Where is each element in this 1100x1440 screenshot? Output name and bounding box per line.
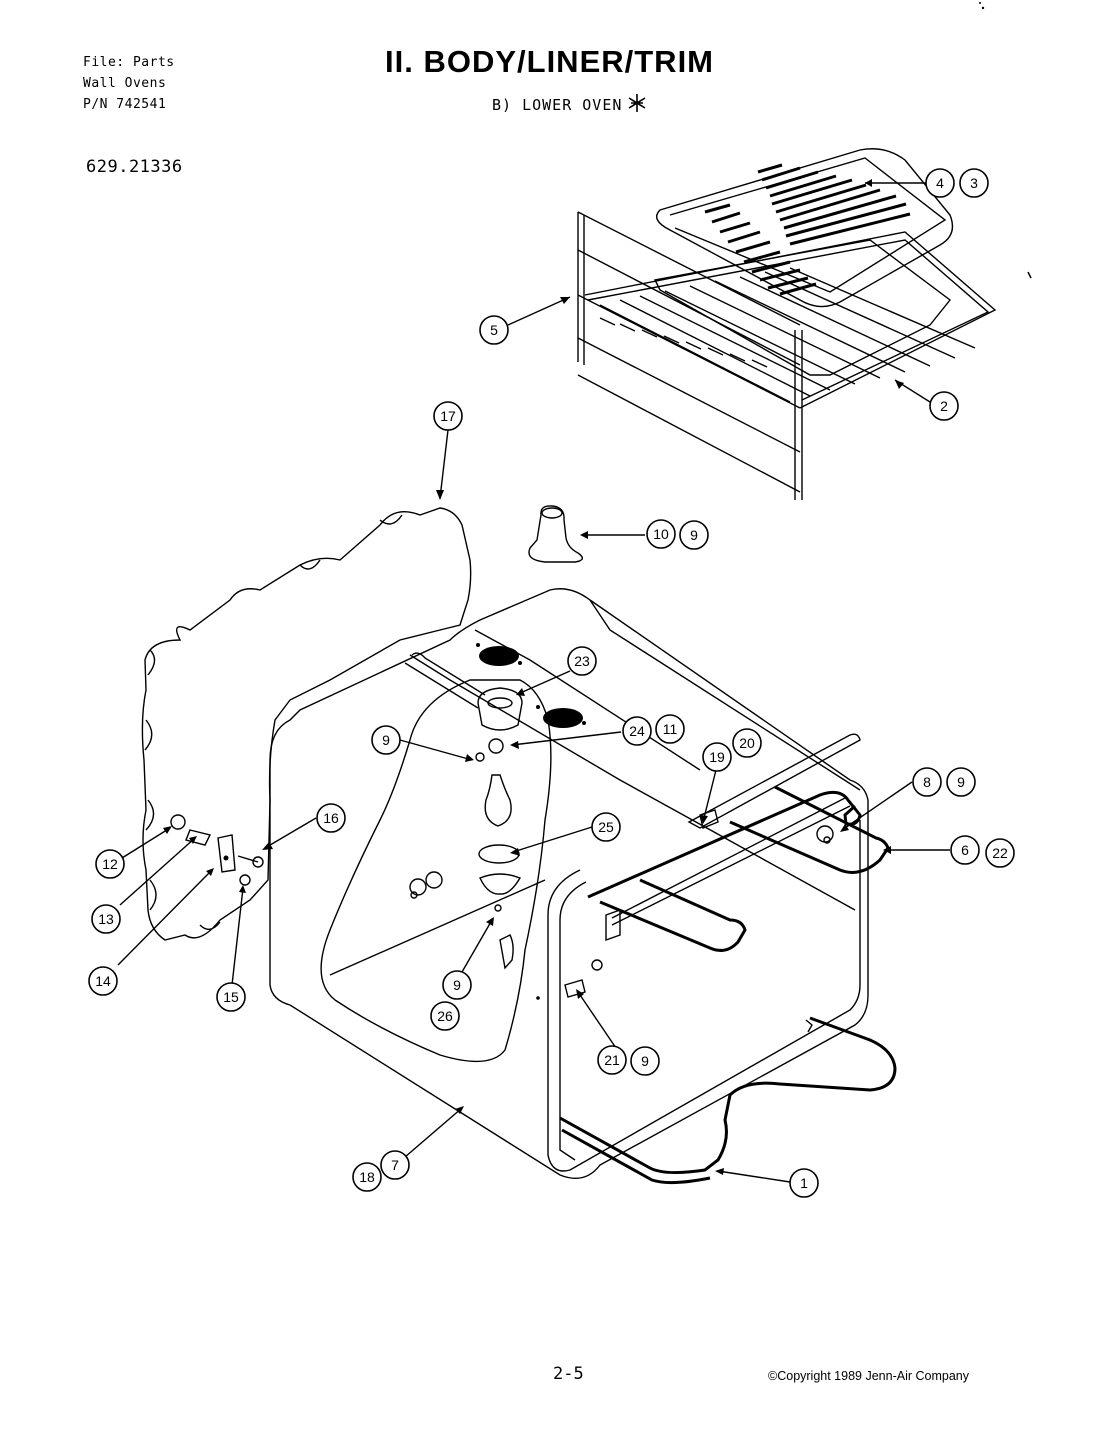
callout-2: 2 (929, 391, 959, 421)
callout-label: 24 (629, 723, 645, 739)
subtitle-text: B) LOWER OVEN (492, 96, 623, 114)
callout-23: 23 (567, 646, 597, 676)
callout-label: 9 (382, 732, 390, 748)
callout-label: 9 (453, 977, 461, 993)
bake-element (559, 959, 897, 1185)
callout-label: 26 (437, 1008, 453, 1024)
callout-6: 6 (950, 835, 980, 865)
callout-1: 1 (789, 1168, 819, 1198)
broil-element (587, 785, 890, 952)
trim-bar (687, 733, 861, 829)
callout-10: 10 (646, 519, 676, 549)
callout-label: 19 (709, 749, 725, 765)
broiler-grid (656, 148, 954, 308)
callout-label: 1 (800, 1175, 808, 1191)
file-line: Wall Ovens (83, 76, 167, 91)
callout-label: 15 (223, 989, 239, 1005)
callout-5: 5 (479, 315, 509, 345)
callout-label: 22 (992, 845, 1008, 861)
callout-9: 9 (946, 767, 976, 797)
callout-8: 8 (912, 767, 942, 797)
callout-label: 6 (961, 842, 969, 858)
callout-24: 24 (622, 716, 652, 746)
callout-label: 10 (653, 526, 669, 542)
callout-label: 23 (574, 653, 590, 669)
callout-13: 13 (91, 904, 121, 934)
callout-11: 11 (655, 714, 685, 744)
file-line: File: Parts (83, 55, 175, 70)
callout-label: 5 (490, 322, 498, 338)
callout-label: 11 (663, 721, 678, 737)
callout-label: 4 (936, 175, 944, 191)
callout-label: 18 (359, 1169, 375, 1185)
insulation-blanket (141, 507, 472, 941)
callout-19: 19 (702, 742, 732, 772)
callout-25: 25 (591, 812, 621, 842)
page-number: 2-5 (553, 1364, 584, 1384)
callout-label: 13 (98, 911, 114, 927)
callout-label: 12 (102, 856, 118, 872)
callout-20: 20 (732, 728, 762, 758)
page-title: II. BODY/LINER/TRIM (385, 44, 714, 79)
callout-label: 16 (323, 810, 339, 826)
rack-assembly (577, 211, 997, 500)
callout-label: 21 (604, 1052, 620, 1068)
callout-label: 14 (95, 973, 111, 989)
callout-9: 9 (371, 725, 401, 755)
callout-16: 16 (316, 803, 346, 833)
callout-17: 17 (433, 401, 463, 431)
subtitle: B) LOWER OVEN (492, 93, 648, 114)
callout-label: 9 (957, 774, 965, 790)
asterisk-icon (628, 94, 646, 112)
callout-label: 9 (641, 1053, 649, 1069)
oven-liner (269, 588, 869, 1179)
callout-9: 9 (630, 1046, 660, 1076)
callout-label: 17 (440, 408, 456, 424)
callout-label: 2 (940, 398, 948, 414)
callout-label: 3 (970, 175, 978, 191)
callout-7: 7 (380, 1150, 410, 1180)
callout-26: 26 (430, 1001, 460, 1031)
callout-3: 3 (959, 168, 989, 198)
callout-14: 14 (88, 966, 118, 996)
callout-label: 25 (598, 819, 614, 835)
callout-21: 21 (597, 1045, 627, 1075)
callout-4: 4 (925, 168, 955, 198)
callout-label: 9 (690, 527, 698, 543)
leader-lines (117, 179, 950, 1183)
model-number: 629.21336 (86, 157, 183, 177)
broiler-pan (653, 239, 951, 376)
copyright: ©Copyright 1989 Jenn-Air Company (768, 1369, 969, 1383)
top-strip (404, 652, 486, 709)
callout-18: 18 (352, 1162, 382, 1192)
callout-9: 9 (679, 520, 709, 550)
vent-holes (476, 643, 586, 728)
file-info: File: Parts Wall Ovens P/N 742541 (83, 52, 175, 115)
hinge-parts (170, 505, 583, 886)
callout-12: 12 (95, 849, 125, 879)
callout-9: 9 (442, 970, 472, 1000)
callout-label: 8 (923, 774, 931, 790)
light-assembly (475, 687, 523, 970)
file-line: P/N 742541 (83, 97, 167, 112)
callout-15: 15 (216, 982, 246, 1012)
callout-label: 20 (739, 735, 755, 751)
callout-22: 22 (985, 838, 1015, 868)
callout-label: 7 (391, 1157, 399, 1173)
